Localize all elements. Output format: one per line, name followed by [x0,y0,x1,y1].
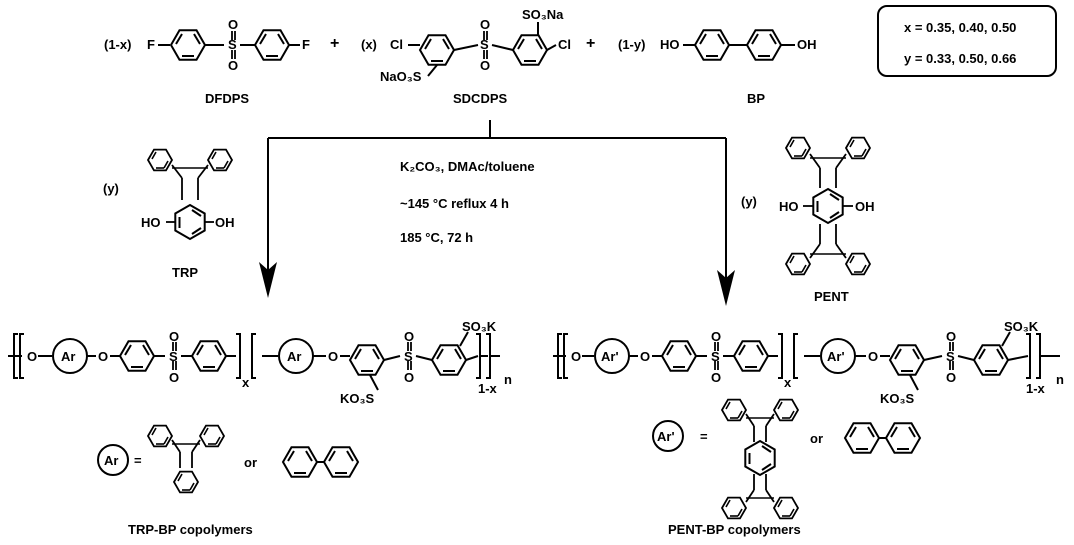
condition-reagents: K₂CO₃, DMAc/toluene [400,159,535,174]
dfdps-f-left: F [147,37,155,52]
left-ar-1: Ar [61,349,76,364]
dfdps-o-top: O [228,17,239,32]
left-ar-def-label: Ar [104,453,119,468]
trp-oh: OH [215,215,235,230]
sdcdps-cl-right: Cl [558,37,571,52]
right-ko3s: KO₃S [880,391,915,406]
left-s-1: S [169,349,178,364]
right-ar-def-label: Ar' [657,429,675,444]
sdcdps-label: SDCDPS [453,91,508,106]
left-copolymer-name: TRP-BP copolymers [128,522,253,537]
dfdps-coef: (1-x) [104,37,132,52]
polymer-left-structure [8,331,500,391]
right-o-3: O [868,349,879,364]
dfdps-f-right: F [302,37,310,52]
trp-label: TRP [172,265,198,280]
bp-structure [683,29,795,61]
right-o-1: O [571,349,582,364]
pent-structure [785,136,871,276]
polymer-right-structure [553,331,1060,391]
left-ar-equals: = [134,453,142,468]
dfdps-structure [158,29,300,61]
ratio-box: x = 0.35, 0.40, 0.50 y = 0.33, 0.50, 0.6… [877,5,1057,77]
right-s2-o-bottom: O [946,370,957,385]
left-o-2: O [98,349,109,364]
left-sub-n: n [504,372,512,387]
reaction-arrows [259,120,735,306]
sdcdps-naso3: NaO₃S [380,69,422,84]
right-ar-2: Ar' [827,349,845,364]
left-o-3: O [328,349,339,364]
left-so-o-top: O [169,329,180,344]
right-sub-1x: 1-x [1026,381,1045,396]
left-s-2: S [404,349,413,364]
trp-coef: (y) [103,181,119,196]
sdcdps-coef: (x) [361,37,377,52]
y-values: y = 0.33, 0.50, 0.66 [904,51,1017,66]
ar-definition-left [97,424,359,494]
pent-coef: (y) [741,194,757,209]
left-sub-x: x [242,375,250,390]
right-s2-o-top: O [946,329,957,344]
right-o-2: O [640,349,651,364]
sdcdps-o-bottom: O [480,58,491,73]
left-so-o-bottom: O [169,370,180,385]
sdcdps-s: S [480,37,489,52]
left-s2-o-top: O [404,329,415,344]
plus-sign-2: + [586,35,596,52]
left-sub-1x: 1-x [478,381,497,396]
left-ko3s: KO₃S [340,391,375,406]
bp-oh: OH [797,37,817,52]
right-s-2: S [946,349,955,364]
left-or: or [244,455,257,470]
right-copolymer-name: PENT-BP copolymers [668,522,801,537]
pent-oh: OH [855,199,875,214]
right-so3k: SO₃K [1004,319,1039,334]
dfdps-label: DFDPS [205,91,250,106]
pent-ho: HO [779,199,799,214]
plus-sign-1: + [330,35,340,52]
sdcdps-so3na: SO₃Na [522,7,564,22]
right-or: or [810,431,823,446]
bp-ho: HO [660,37,680,52]
sdcdps-structure [408,22,557,77]
bp-coef: (1-y) [618,37,646,52]
right-sub-n: n [1056,372,1064,387]
left-so3k: SO₃K [462,319,497,334]
sdcdps-o-top: O [480,17,491,32]
condition-heating: 185 °C, 72 h [400,230,474,245]
right-s-1: S [711,349,720,364]
dfdps-o-bottom: O [228,58,239,73]
pent-label: PENT [814,289,849,304]
right-ar-1: Ar' [601,349,619,364]
trp-ho: HO [141,215,161,230]
bp-label: BP [747,91,766,106]
dfdps-s: S [228,37,237,52]
left-s2-o-bottom: O [404,370,415,385]
condition-reflux: ~145 °C reflux 4 h [400,196,509,211]
right-ar-equals: = [700,429,708,444]
ar-prime-definition [652,398,921,520]
left-ar-2: Ar [287,349,302,364]
left-o-1: O [27,349,38,364]
trp-structure [147,148,233,240]
right-so-o-bottom: O [711,370,722,385]
x-values: x = 0.35, 0.40, 0.50 [904,20,1017,35]
sdcdps-cl-left: Cl [390,37,403,52]
right-so-o-top: O [711,329,722,344]
right-sub-x: x [784,375,792,390]
